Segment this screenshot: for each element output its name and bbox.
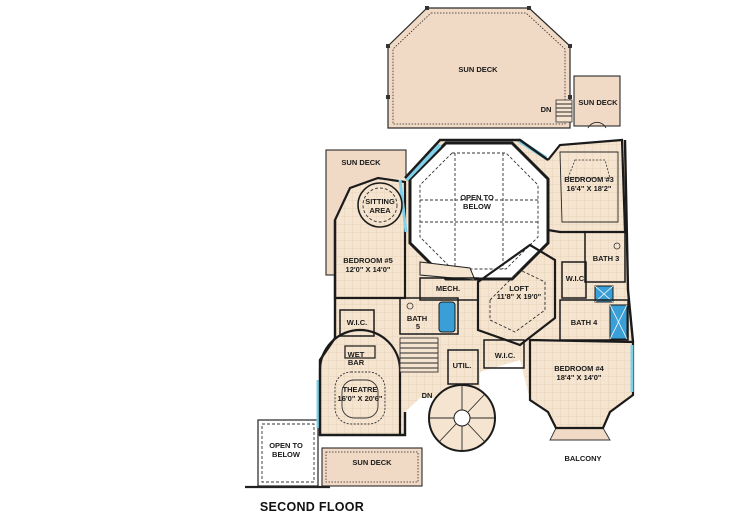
loft bbox=[476, 243, 557, 347]
main-stair-straight bbox=[399, 337, 439, 373]
open-to-below-left bbox=[257, 419, 319, 487]
wet-bar bbox=[344, 345, 376, 359]
label-bedroom-3: BEDROOM #3 bbox=[564, 175, 614, 184]
exterior-wall bbox=[318, 138, 635, 437]
label-bedroom-5: BEDROOM #5 bbox=[343, 256, 393, 265]
bedroom-4 bbox=[528, 338, 635, 430]
plan-title: SECOND FLOOR bbox=[260, 500, 364, 514]
util-room bbox=[447, 349, 479, 385]
deck-posts-top bbox=[386, 6, 572, 99]
open-to-below-center bbox=[404, 138, 550, 281]
label-loft: LOFT bbox=[509, 284, 529, 293]
label-sun-deck-top: SUN DECK bbox=[458, 65, 498, 74]
label-util: UTIL. bbox=[453, 361, 472, 370]
label-mech: MECH. bbox=[436, 284, 460, 293]
label-dn-stair: DN bbox=[422, 391, 433, 400]
label-bath-5-2: 5 bbox=[416, 322, 420, 331]
mech-room bbox=[419, 277, 479, 301]
label-wic-bedroom-4: W.I.C. bbox=[495, 351, 515, 360]
label-sun-deck-left: SUN DECK bbox=[341, 158, 381, 167]
label-bedroom-5-size: 12'0" X 14'0" bbox=[346, 265, 391, 274]
label-sitting-2: AREA bbox=[369, 206, 391, 215]
bath-4 bbox=[559, 299, 629, 341]
label-sun-deck-right: SUN DECK bbox=[578, 98, 618, 107]
spiral-stair bbox=[428, 384, 496, 452]
label-loft-size: 11'8" X 19'0" bbox=[497, 292, 542, 301]
deck-stair bbox=[555, 99, 573, 123]
wic-bedroom-3 bbox=[561, 261, 587, 299]
label-bath-4: BATH 4 bbox=[571, 318, 598, 327]
label-theatre-size: 16'0" X 20'6" bbox=[338, 394, 383, 403]
label-wet-bar-2: BAR bbox=[348, 358, 365, 367]
label-wet-bar-1: WET bbox=[348, 350, 365, 359]
label-bedroom-3-size: 16'4" X 18'2" bbox=[567, 184, 612, 193]
sitting-area bbox=[357, 182, 403, 228]
label-bath-5-1: BATH bbox=[407, 314, 427, 323]
label-open-below-center-2: BELOW bbox=[463, 202, 492, 211]
wic-bedroom-5 bbox=[339, 309, 375, 337]
wic-bedroom-4 bbox=[483, 339, 525, 369]
label-dn-top: DN bbox=[541, 105, 552, 114]
label-balcony: BALCONY bbox=[564, 454, 601, 463]
label-wic-bedroom-3: W.I.C. bbox=[566, 274, 586, 283]
bath-5 bbox=[399, 297, 459, 335]
label-sitting-1: SITTING bbox=[365, 197, 395, 206]
label-open-below-center-1: OPEN TO bbox=[460, 193, 494, 202]
balcony-deck bbox=[549, 427, 611, 441]
label-theatre: THEATRE bbox=[343, 385, 378, 394]
label-open-below-left-1: OPEN TO bbox=[269, 441, 303, 450]
label-bedroom-4: BEDROOM #4 bbox=[554, 364, 604, 373]
label-sun-deck-bottom: SUN DECK bbox=[352, 458, 392, 467]
label-bedroom-4-size: 18'4" X 14'0" bbox=[557, 373, 602, 382]
bath-3 bbox=[584, 231, 626, 303]
sun-deck-right bbox=[573, 75, 621, 127]
label-wic-bedroom-5: W.I.C. bbox=[347, 318, 367, 327]
label-open-below-left-2: BELOW bbox=[272, 450, 301, 459]
sun-deck-bottom bbox=[321, 447, 423, 487]
label-bath-3: BATH 3 bbox=[593, 254, 620, 263]
bedroom-3 bbox=[547, 121, 627, 234]
